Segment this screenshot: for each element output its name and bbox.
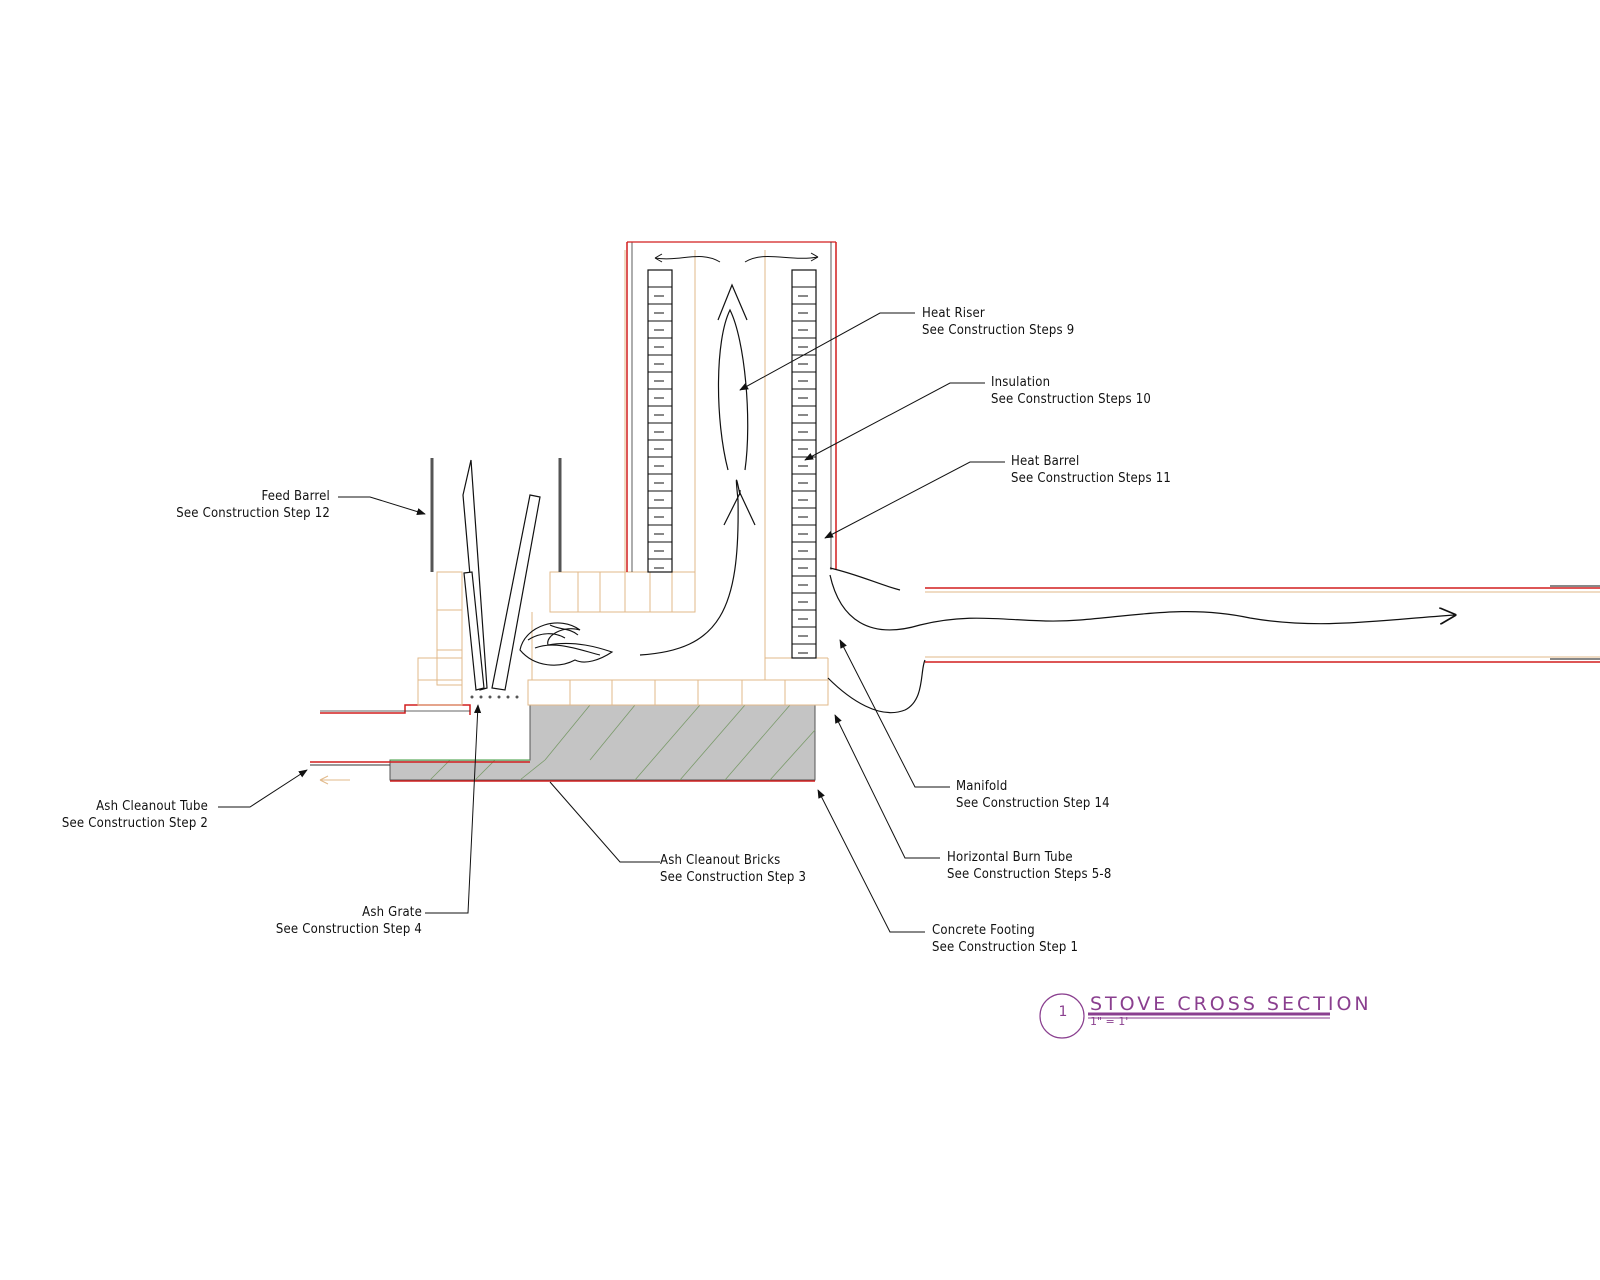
label-name: Heat Riser (922, 306, 985, 321)
heat-barrel (626, 241, 837, 572)
label-manifold: Manifold See Construction Step 14 (956, 778, 1110, 812)
leader-lines (218, 312, 1005, 933)
flame (519, 622, 614, 666)
label-name: Concrete Footing (932, 923, 1035, 938)
title-block-title: STOVE CROSS SECTION (1090, 993, 1372, 1015)
label-ash-cleanout-bricks: Ash Cleanout Bricks See Construction Ste… (660, 852, 806, 886)
label-insulation: Insulation See Construction Steps 10 (991, 374, 1151, 408)
label-ref: See Construction Steps 9 (922, 323, 1075, 338)
horizontal-burn-tube (925, 585, 1600, 663)
label-ash-grate: Ash Grate See Construction Step 4 (276, 904, 422, 938)
label-heat-barrel: Heat Barrel See Construction Steps 11 (1011, 453, 1171, 487)
label-ref: See Construction Step 12 (176, 506, 330, 521)
brick-work (417, 250, 829, 706)
label-heat-riser: Heat Riser See Construction Steps 9 (922, 305, 1074, 339)
title-block-number: 1 (1058, 1004, 1068, 1020)
label-ash-cleanout-tube: Ash Cleanout Tube See Construction Step … (62, 798, 208, 832)
label-feed-barrel: Feed Barrel See Construction Step 12 (176, 488, 330, 522)
label-name: Ash Cleanout Bricks (660, 853, 781, 868)
label-name: Feed Barrel (261, 489, 330, 504)
fuel-wood (462, 459, 541, 691)
insulation-left (647, 269, 673, 573)
label-name: Ash Grate (362, 905, 422, 920)
label-name: Insulation (991, 375, 1051, 390)
manifold-flow (827, 567, 1455, 714)
label-ref: See Construction Step 1 (932, 940, 1079, 955)
label-name: Horizontal Burn Tube (947, 850, 1073, 865)
title-block (1039, 993, 1330, 1039)
label-name: Heat Barrel (1011, 454, 1080, 469)
ash-grate (470, 695, 519, 699)
label-concrete-footing: Concrete Footing See Construction Step 1 (932, 922, 1078, 956)
label-name: Manifold (956, 779, 1008, 794)
label-horizontal-burn-tube: Horizontal Burn Tube See Construction St… (947, 849, 1111, 883)
label-ref: See Construction Steps 5-8 (947, 867, 1112, 882)
insulation-right (791, 269, 817, 659)
feed-barrel (430, 458, 562, 572)
concrete-footing (389, 704, 816, 782)
label-ref: See Construction Steps 10 (991, 392, 1152, 407)
label-ref: See Construction Step 14 (956, 796, 1110, 811)
title-block-scale: 1" = 1' (1090, 1015, 1129, 1028)
label-name: Ash Cleanout Tube (96, 799, 208, 814)
label-ref: See Construction Step 4 (275, 922, 422, 937)
label-ref: See Construction Step 2 (61, 816, 208, 831)
ash-cleanout-tube (310, 759, 530, 785)
label-ref: See Construction Steps 11 (1011, 471, 1172, 486)
floor-step (320, 704, 471, 715)
heat-riser-flow (639, 283, 756, 656)
top-flow-arrows (654, 252, 819, 263)
label-ref: See Construction Step 3 (660, 870, 807, 885)
